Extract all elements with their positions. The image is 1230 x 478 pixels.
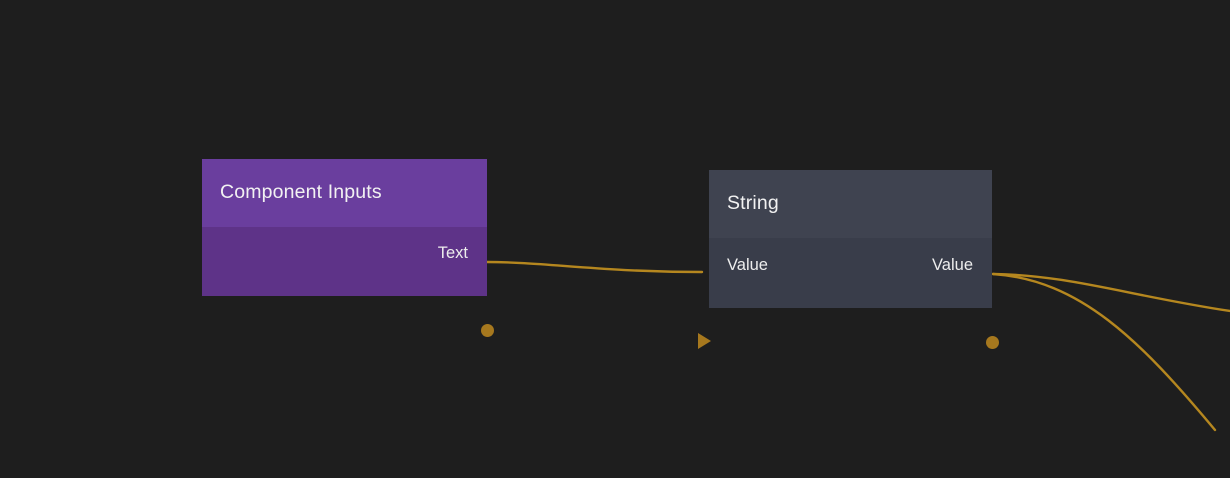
port-output-value-dot[interactable] bbox=[986, 336, 999, 349]
node-body-string: Value Value bbox=[698, 238, 999, 349]
port-output-text-dot[interactable] bbox=[481, 324, 494, 337]
node-string[interactable]: String Value Value bbox=[698, 170, 999, 349]
port-row-text-output[interactable]: Text bbox=[202, 227, 468, 262]
port-label-value-input: Value bbox=[727, 255, 768, 274]
node-header-string[interactable]: String bbox=[709, 170, 992, 238]
port-label-value-output: Value bbox=[932, 255, 973, 274]
port-row-value[interactable]: Value Value bbox=[727, 238, 973, 274]
node-title: String bbox=[727, 192, 779, 215]
node-component-inputs[interactable]: Component Inputs Text bbox=[202, 159, 494, 337]
node-body-component-inputs: Text bbox=[202, 227, 494, 337]
port-label-text: Text bbox=[437, 244, 468, 263]
port-input-value-arrow-icon[interactable] bbox=[698, 333, 711, 349]
node-header-component-inputs[interactable]: Component Inputs bbox=[202, 159, 487, 227]
node-title: Component Inputs bbox=[220, 181, 382, 204]
